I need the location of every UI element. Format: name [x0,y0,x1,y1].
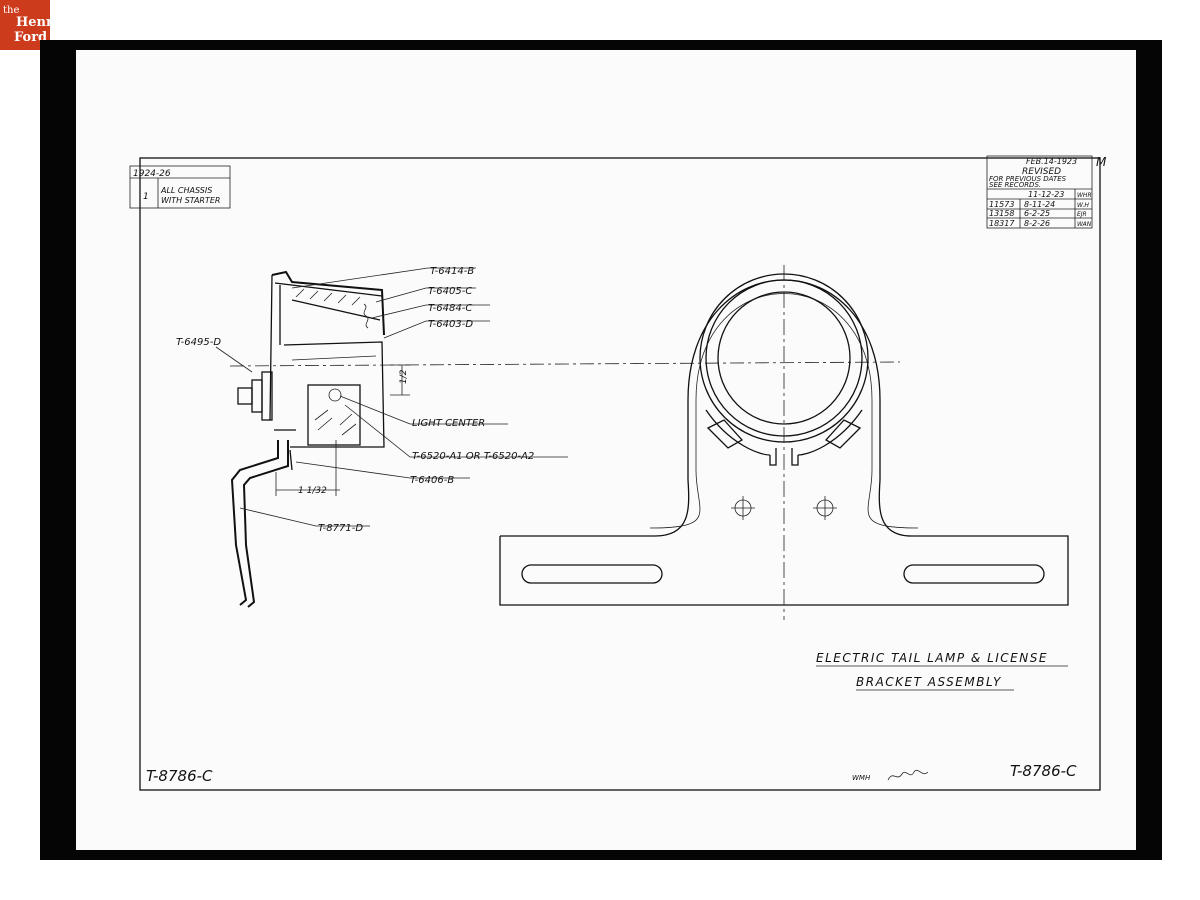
revision-row-initials: W.H [1077,202,1089,209]
quantity: 1 [143,192,149,202]
callout-t8771: T-8771-D [318,523,363,534]
dimension-offset: 1/2 [399,369,409,384]
revision-row-number: 11573 [989,200,1014,209]
revision-row-initials: WAN [1077,221,1092,228]
logo-line-1: Henry [16,15,61,30]
logo-prefix: the [3,5,20,16]
drawing-sheet [76,50,1136,850]
revision-row-number: 13158 [989,209,1014,218]
revision-row-date: 11-12-23 [1028,190,1064,199]
revision-marker: M [1096,155,1107,169]
revision-note-2: SEE RECORDS. [989,181,1041,189]
callout-t6484: T-6484-C [428,303,472,314]
revision-row-initials: EJR [1077,211,1087,218]
year-range: 1924-26 [133,169,171,179]
callout-light-center: LIGHT CENTER [412,418,485,429]
henry-ford-logo: the Henry Ford [0,0,60,50]
callout-t6403: T-6403-D [428,319,473,330]
bracket-front-view [499,265,1069,620]
lamp-section-view: 1/2 1 1/32 [229,270,901,608]
handwritten-signature [887,769,929,781]
drawing-title-line-1: ELECTRIC TAIL LAMP & LICENSE [816,651,1048,665]
revision-block: FEB.14-1923 REVISED FOR PREVIOUS DATES S… [986,155,1107,229]
revision-row-number: 18317 [989,219,1015,228]
drawing-number-right: T-8786-C [1010,762,1077,780]
callout-t6405: T-6405-C [428,286,472,297]
dimension-width: 1 1/32 [298,486,327,496]
drawing-title-line-2: BRACKET ASSEMBLY [856,675,1002,689]
title-block: 1924-26 1 ALL CHASSIS WITH STARTER [129,165,231,209]
logo-line-2: Ford [14,30,48,45]
revision-row-date: 6-2-25 [1024,209,1050,218]
callout-t6520: T-6520-A1 OR T-6520-A2 [412,451,534,462]
revision-row-initials: WHR [1077,192,1092,199]
drawing-border [139,157,1101,791]
revision-row-date: 8-2-26 [1024,219,1050,228]
callout-leaders [215,267,568,527]
callout-t6414: T-6414-B [430,266,474,277]
approval-initials: WMH [852,774,871,782]
callout-t6406: T-6406-B [410,475,454,486]
callout-t6495: T-6495-D [176,337,221,348]
applies-line-1: ALL CHASSIS [160,186,212,195]
revision-row-date: 8-11-24 [1024,200,1055,209]
applies-line-2: WITH STARTER [161,196,220,205]
revision-note-1: FOR PREVIOUS DATES [989,175,1067,183]
drawing-number-left: T-8786-C [146,767,213,785]
revision-status: REVISED [1022,167,1061,177]
revision-date: FEB.14-1923 [1026,157,1077,166]
